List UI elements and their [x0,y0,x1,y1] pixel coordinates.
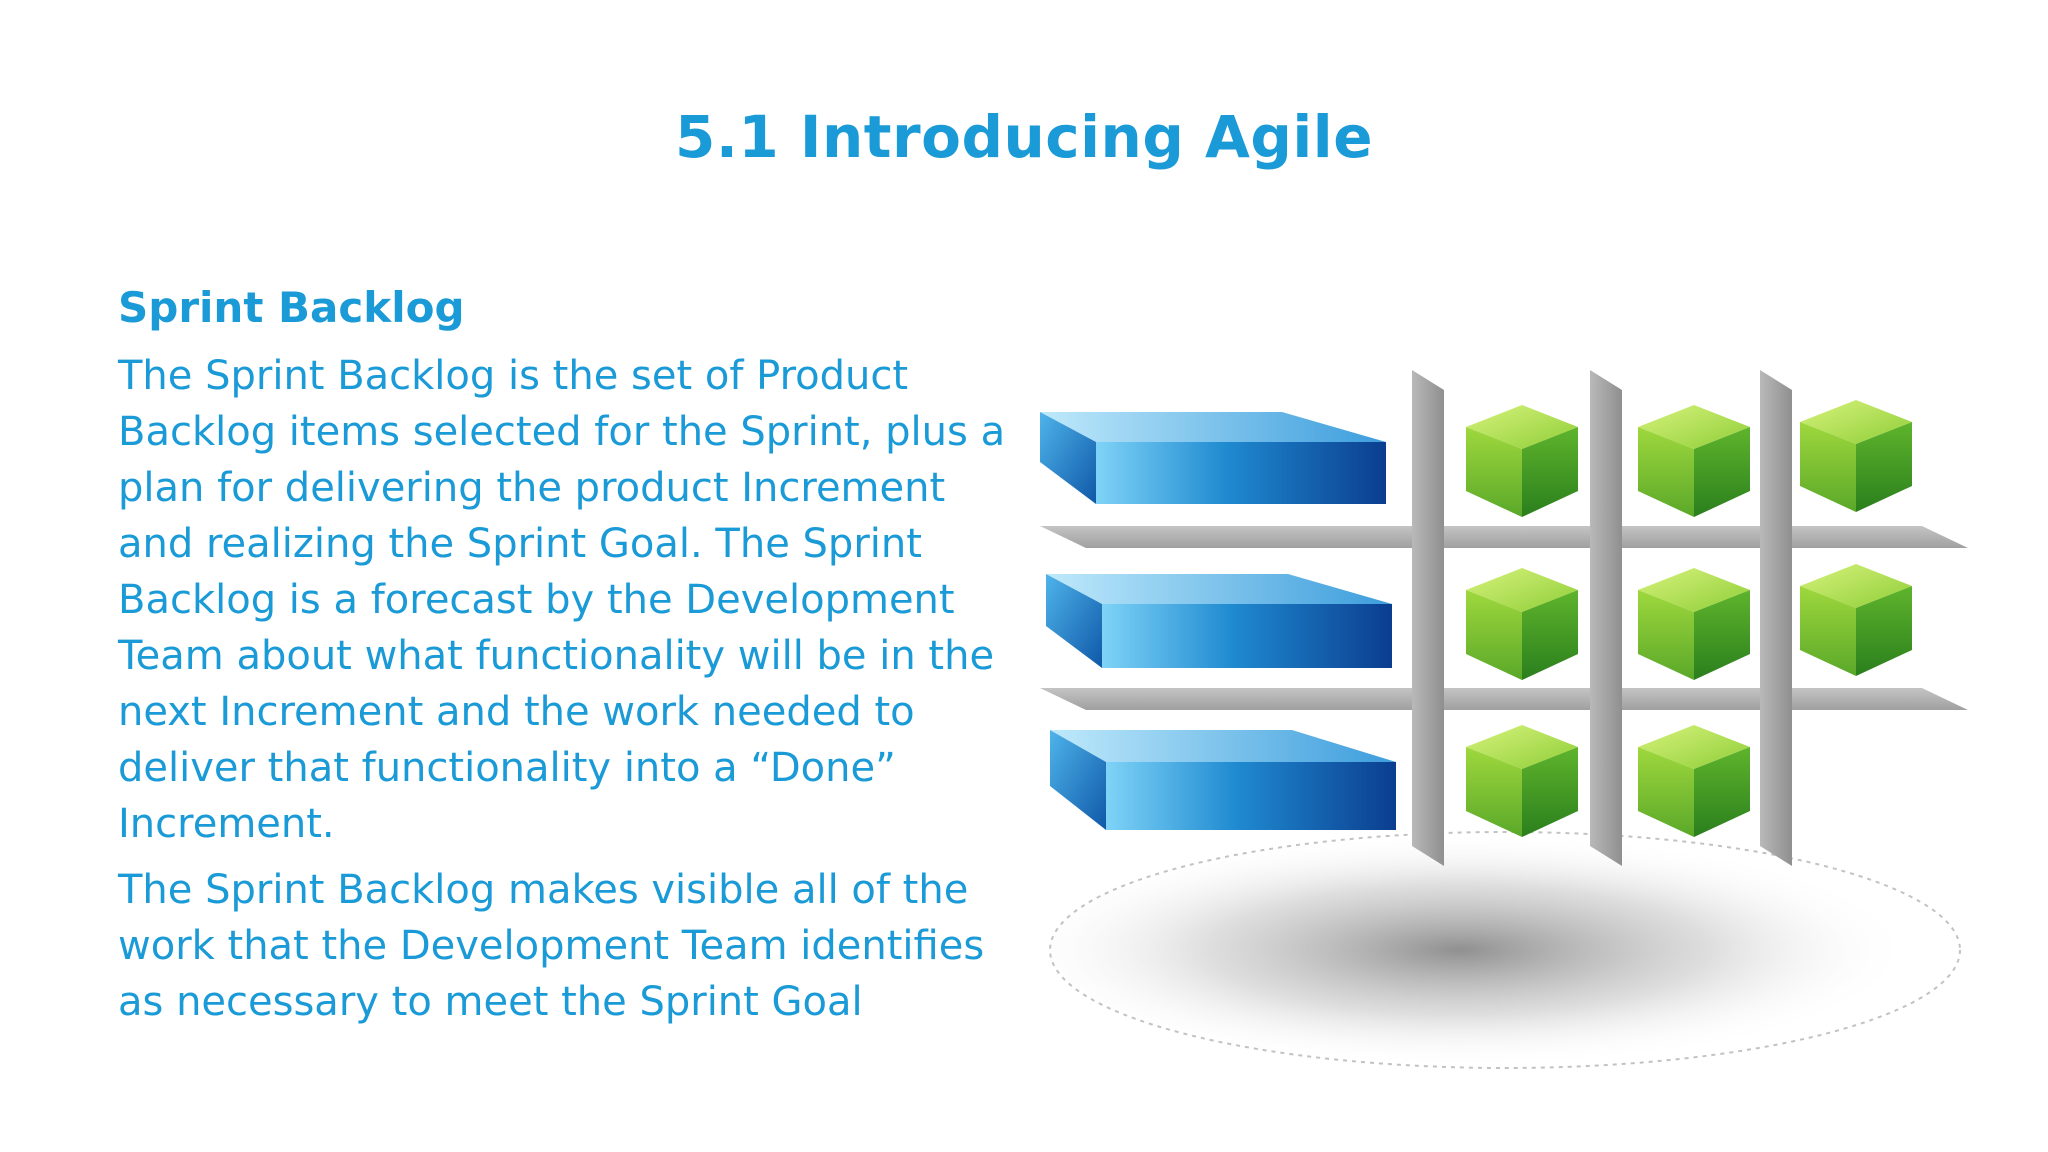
task-cube-icon [1466,568,1578,680]
task-cube-icon [1466,405,1578,517]
grid-post-1 [1412,370,1444,866]
paragraph-1: The Sprint Backlog is the set of Product… [118,353,1006,847]
task-cube-icon [1638,405,1750,517]
grid-shelf-icon [1040,526,1968,710]
paragraph-2: The Sprint Backlog makes visible all of … [118,867,985,1025]
backlog-bar-icon [1046,574,1392,668]
task-cube-icon [1800,564,1912,676]
backlog-bar-icon [1040,412,1386,504]
grid-post-2 [1590,370,1622,866]
task-cube-icon [1466,725,1578,837]
shadow-ellipse-icon [1049,831,1961,1069]
task-cube-icon [1800,400,1912,512]
section-heading: Sprint Backlog [118,283,465,332]
slide-title: 5.1 Introducing Agile [674,103,1374,171]
task-cube-icon [1638,725,1750,837]
grid-post-3 [1760,370,1792,866]
backlog-bar-icon [1050,730,1396,830]
sprint-backlog-illustration [1040,370,1968,1069]
text-block: Sprint Backlog The Sprint Backlog is the… [118,280,1018,1040]
task-cube-icon [1638,568,1750,680]
